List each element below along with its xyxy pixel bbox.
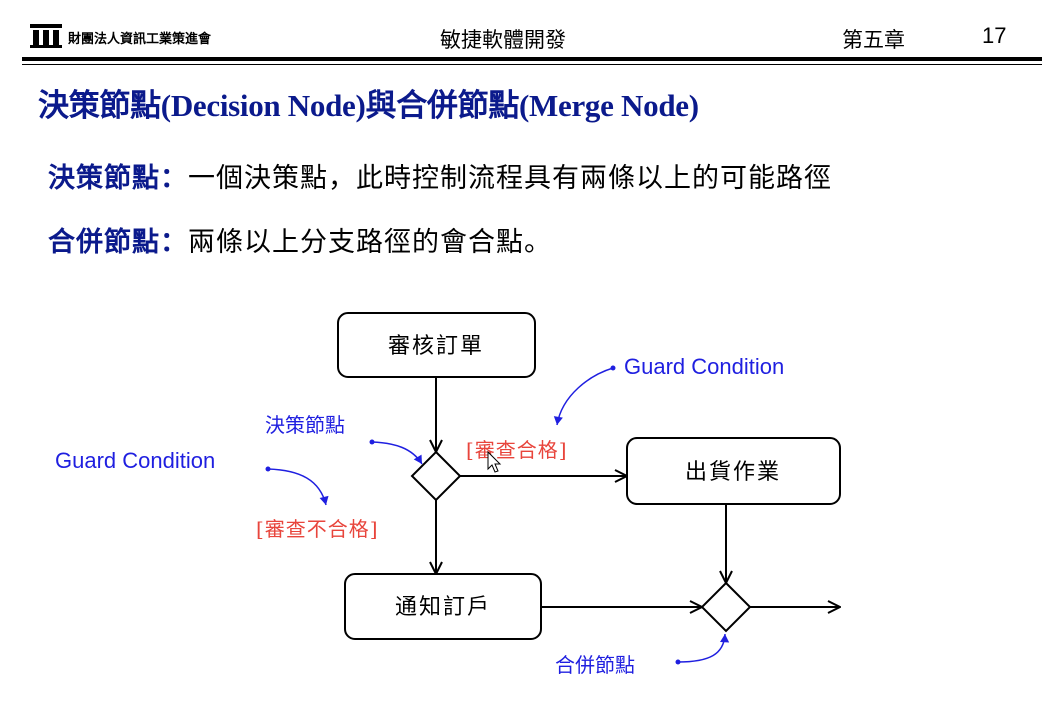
definition-text: 一個決策點，此時控制流程具有兩條以上的可能路徑 bbox=[188, 163, 832, 194]
action-label: 通知訂戶 bbox=[395, 595, 491, 620]
action-label: 審核訂單 bbox=[388, 334, 484, 359]
annotation-decision-node: 決策節點 bbox=[265, 413, 345, 437]
guard-label-fail: [審查不合格] bbox=[256, 517, 379, 541]
annotation-guard-condition-left: Guard Condition bbox=[55, 448, 215, 473]
mouse-cursor-icon bbox=[487, 450, 502, 473]
header-rule-thick bbox=[22, 57, 1042, 61]
annotation-guard-condition-top: Guard Condition bbox=[624, 354, 784, 379]
chapter-label: 第五章 bbox=[842, 28, 905, 52]
slide-header: 財團法人資訊工業策進會 敏捷軟體開發 第五章 17 bbox=[0, 0, 1064, 70]
definition-text: 兩條以上分支路徑的會合點。 bbox=[188, 227, 552, 258]
annotation-arrow-guard-top bbox=[553, 367, 614, 426]
definition-term: 決策節點 bbox=[48, 163, 160, 194]
action-node-notify-customer: 通知訂戶 bbox=[344, 573, 542, 640]
definition-decision-node: 決策節點：一個決策點，此時控制流程具有兩條以上的可能路徑 bbox=[48, 156, 832, 195]
merge-node-diamond bbox=[700, 581, 752, 633]
guard-label-pass: [審查合格] bbox=[466, 438, 568, 462]
page-number: 17 bbox=[982, 23, 1007, 48]
org-name: 財團法人資訊工業策進會 bbox=[68, 32, 212, 47]
action-node-review-order: 審核訂單 bbox=[337, 312, 536, 378]
annotation-arrow-decision-node bbox=[371, 441, 423, 465]
annotation-merge-node: 合併節點 bbox=[555, 653, 635, 677]
annotation-arrow-merge-node bbox=[677, 633, 730, 663]
action-node-shipping: 出貨作業 bbox=[626, 437, 841, 505]
definition-colon: ： bbox=[160, 227, 188, 258]
course-title: 敏捷軟體開發 bbox=[440, 28, 566, 52]
annotation-arrow-guard-left bbox=[267, 468, 329, 506]
definition-merge-node: 合併節點：兩條以上分支路徑的會合點。 bbox=[48, 220, 552, 259]
institute-logo-icon bbox=[30, 24, 62, 48]
definition-term: 合併節點 bbox=[48, 227, 160, 258]
slide-title: 決策節點(Decision Node)與合併節點(Merge Node) bbox=[38, 88, 699, 123]
action-label: 出貨作業 bbox=[685, 460, 781, 485]
definition-colon: ： bbox=[160, 163, 188, 194]
header-rule-thin bbox=[22, 64, 1042, 65]
